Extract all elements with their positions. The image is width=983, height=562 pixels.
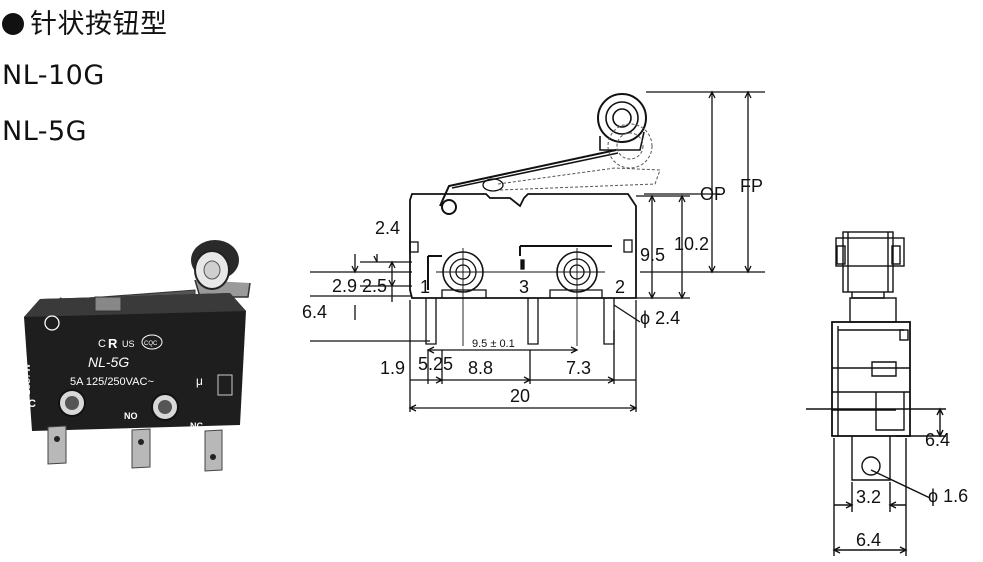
photo-model-label: NL-5G (88, 354, 129, 370)
bullet-icon (2, 13, 24, 35)
dim-8-8: 8.8 (468, 358, 493, 378)
dim-2-4-top: 2.4 (375, 218, 400, 238)
terminal-3-label: 3 (519, 277, 529, 297)
dim-2-9: 2.9 (332, 276, 357, 296)
label-op: OP (700, 184, 726, 204)
dim-7-3: 7.3 (566, 358, 591, 378)
dim-1-9: 1.9 (380, 358, 405, 378)
label-fp: FP (740, 176, 763, 196)
photo-terminal-nc: NC (190, 421, 203, 431)
photo-terminal-no: NO (124, 411, 138, 421)
model-name-2: NL-5G (2, 116, 88, 147)
dim-phi-2-4: ϕ 2.4 (640, 308, 680, 328)
dim-5-25: 5.25 (418, 354, 453, 374)
photo-cert-ccc: CQC (144, 341, 158, 347)
side-view-drawing: 6.4 ϕ 1.6 3.2 6.4 (806, 231, 968, 556)
dim-9-5-tolerance: 9.5 ± 0.1 (472, 338, 515, 350)
dim-6-4-width: 6.4 (856, 530, 881, 550)
dim-2-5: 2.5 (362, 276, 387, 296)
dim-20: 20 (510, 386, 530, 406)
terminal-2-label: 2 (615, 277, 625, 297)
photo-cert-us: US (122, 339, 135, 349)
type-title: 针状按钮型 (2, 2, 168, 41)
svg-text:R: R (108, 336, 118, 351)
front-view-drawing: 2.4 2.9 2.5 6.4 1 3 2 9.5 10.2 OP FP ϕ 2… (302, 90, 765, 412)
terminal-1-label: 1 (420, 277, 430, 297)
dim-9-5: 9.5 (640, 245, 665, 265)
photo-terminal-c: C (28, 398, 36, 410)
photo-rating: 5A 125/250VAC~ (70, 376, 154, 388)
product-photo: C R US CQC NL-5G 5A 125/250VAC~ μ 1337W … (22, 240, 251, 472)
dim-6-4-height: 6.4 (925, 430, 950, 450)
model-name-1: NL-10G (2, 60, 105, 91)
photo-cert-number: 1337W (22, 363, 33, 395)
dim-10-2: 10.2 (674, 234, 709, 254)
dim-6-4-front: 6.4 (302, 302, 327, 322)
photo-mu: μ (196, 374, 203, 388)
dim-phi-1-6: ϕ 1.6 (928, 486, 968, 506)
photo-cert-c: C (98, 338, 106, 350)
dim-3-2: 3.2 (856, 487, 881, 507)
type-title-text: 针状按钮型 (30, 9, 168, 40)
